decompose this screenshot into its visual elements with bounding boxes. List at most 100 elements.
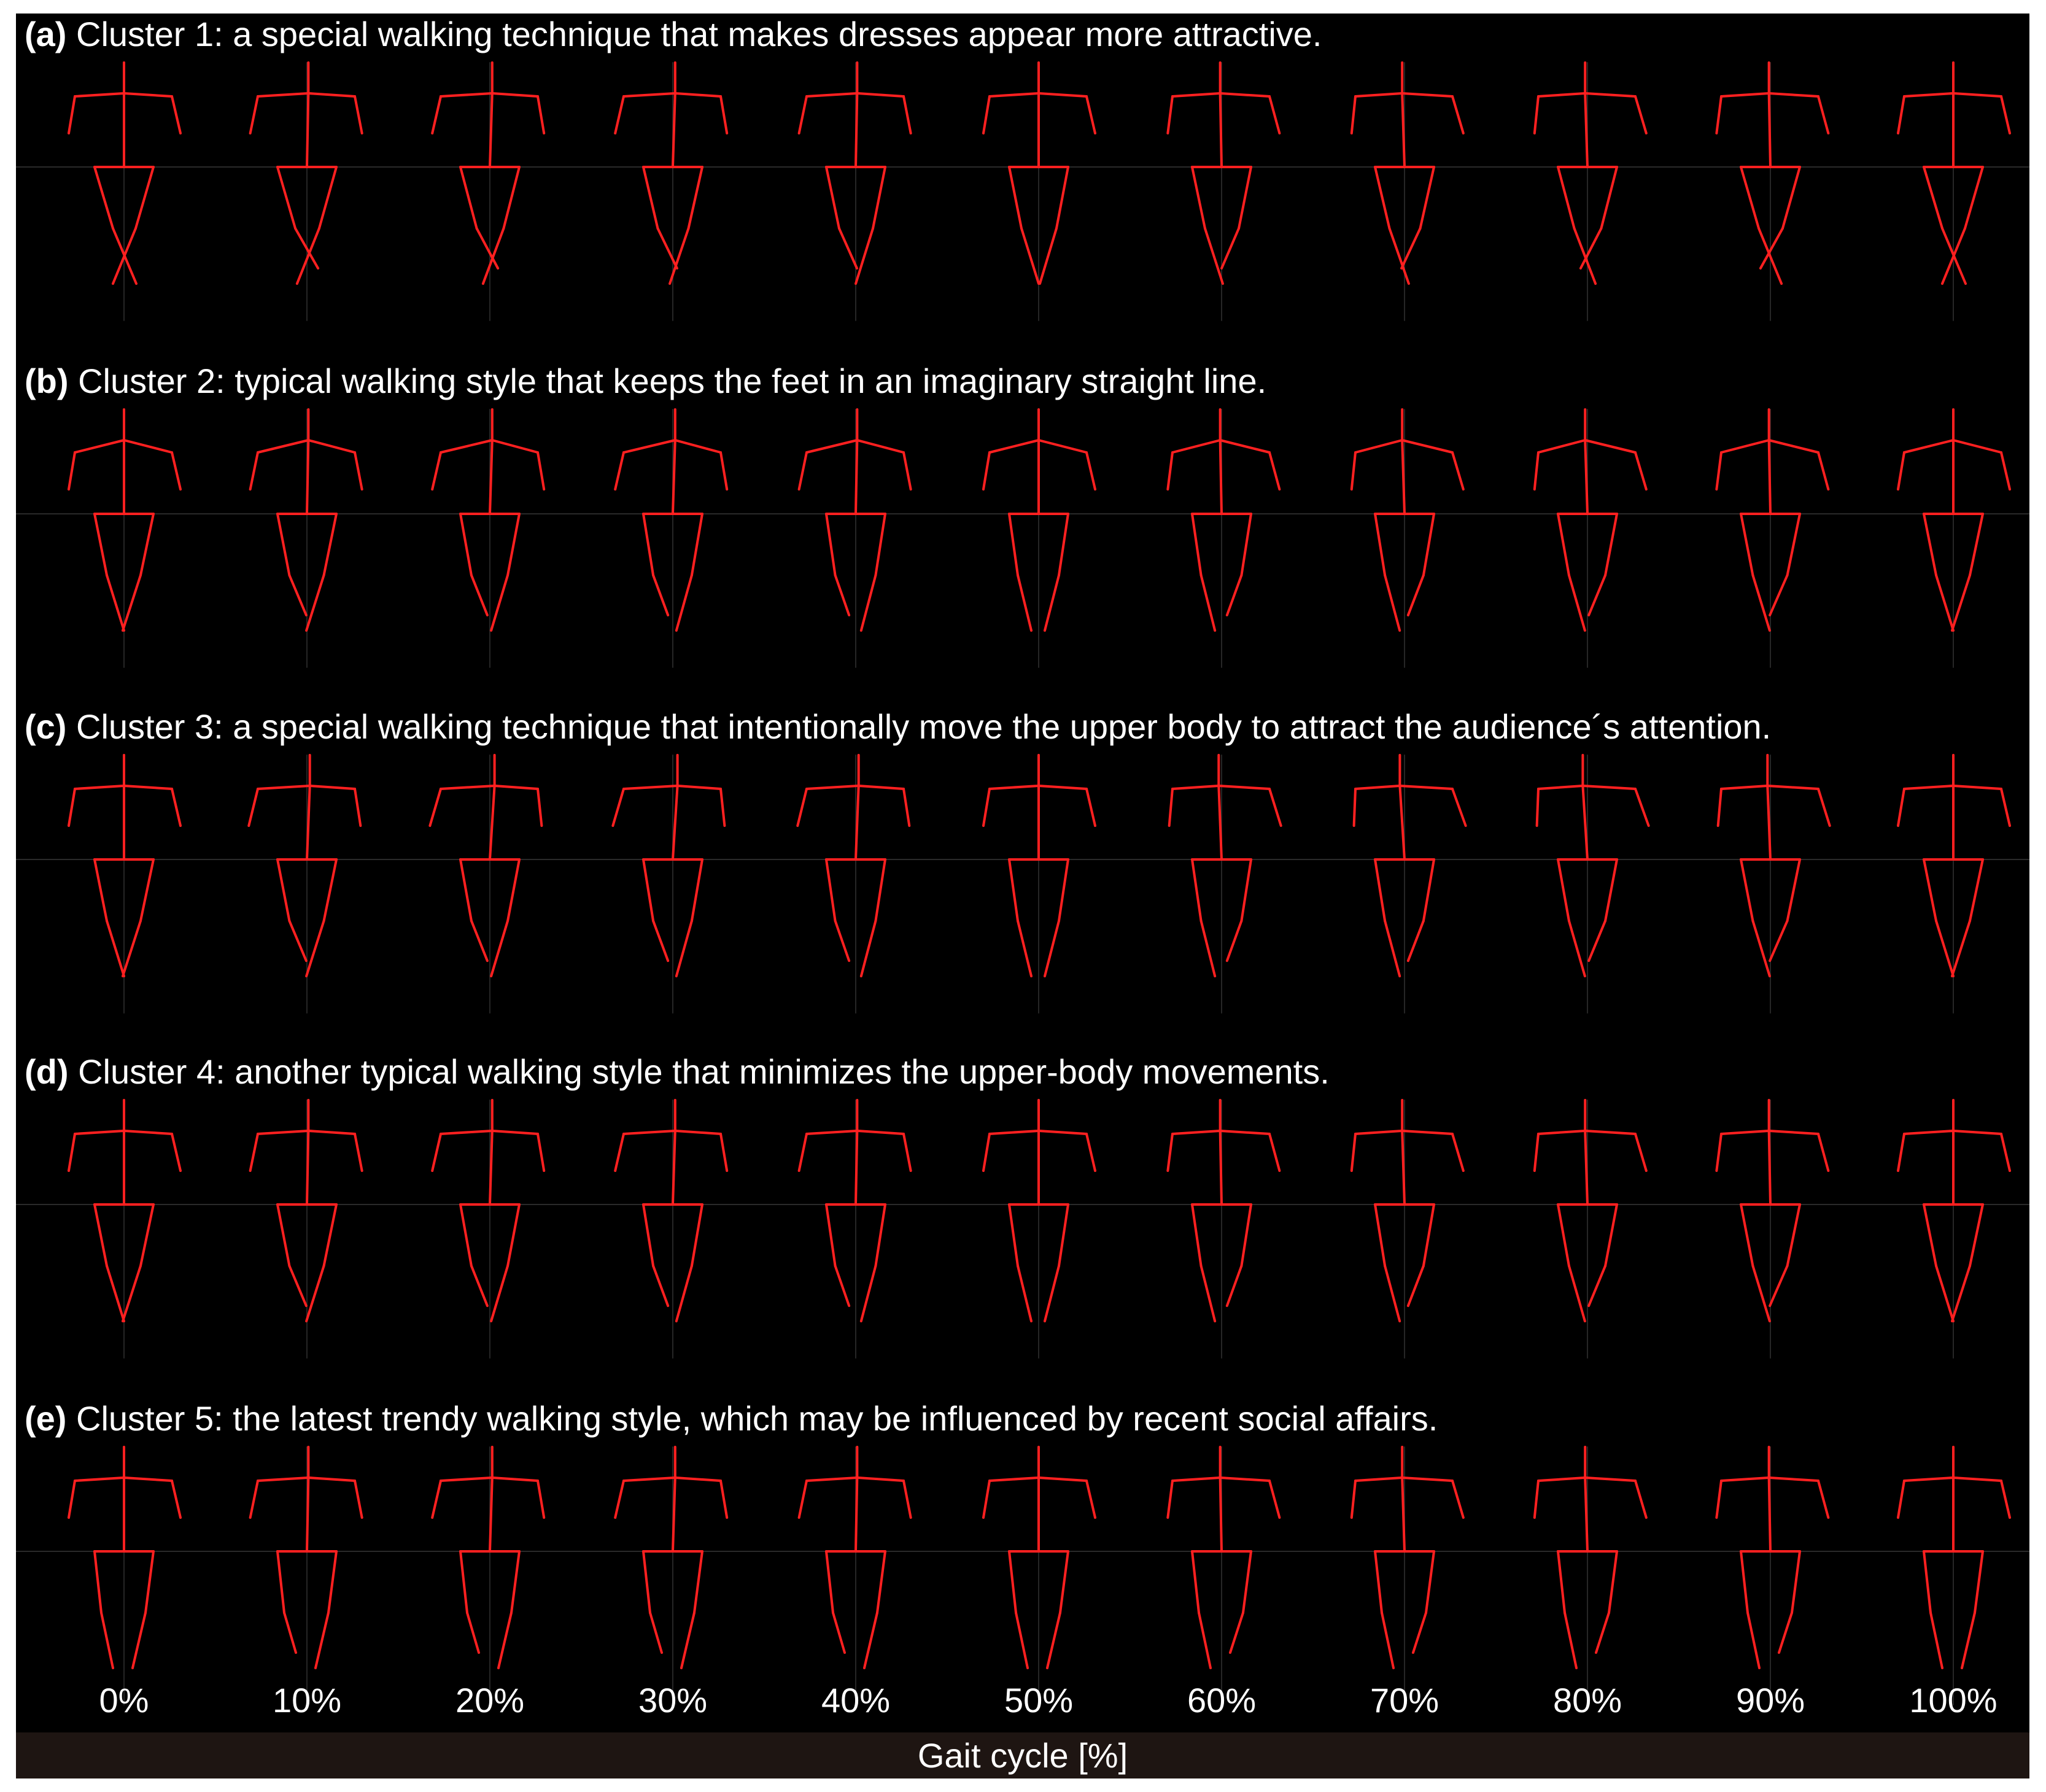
- left-arm: [431, 451, 442, 491]
- left-arm: [982, 95, 991, 134]
- right-shoulder: [856, 1130, 905, 1135]
- left-shank: [1020, 227, 1040, 285]
- right-shank: [1225, 920, 1243, 962]
- right-shank: [1587, 920, 1607, 962]
- left-shoulder: [1720, 1130, 1770, 1135]
- right-shank: [1769, 920, 1789, 962]
- left-arm: [68, 95, 76, 134]
- right-thigh: [1059, 1550, 1069, 1614]
- right-thigh: [693, 1550, 703, 1614]
- right-shank: [122, 1265, 142, 1322]
- panel-tag: (a): [25, 15, 67, 53]
- right-shank: [1951, 1265, 1971, 1322]
- right-shank: [1579, 227, 1603, 270]
- right-arm: [1634, 95, 1648, 134]
- right-thigh: [1604, 858, 1618, 922]
- left-thigh: [1008, 166, 1023, 230]
- right-thigh: [1419, 166, 1435, 230]
- gait-cycle-tick-label: 50%: [1004, 1681, 1074, 1720]
- gait-cycle-tick-label: 20%: [455, 1681, 525, 1720]
- right-shank: [675, 574, 693, 632]
- left-shank: [1199, 920, 1217, 977]
- right-shank: [1778, 1612, 1793, 1654]
- spine: [306, 1130, 310, 1206]
- right-arm: [1451, 788, 1467, 827]
- left-thigh: [1374, 166, 1391, 230]
- right-shank: [1406, 574, 1425, 616]
- right-thigh: [1058, 858, 1069, 922]
- right-shoulder: [1037, 439, 1088, 454]
- right-thigh: [1604, 1203, 1618, 1267]
- spine: [1219, 92, 1223, 168]
- left-thigh: [93, 1203, 108, 1267]
- right-shoulder: [673, 1130, 722, 1135]
- right-arm: [2000, 788, 2011, 827]
- left-shank: [652, 1265, 670, 1307]
- right-arm: [1817, 1133, 1830, 1172]
- right-thigh: [1058, 513, 1069, 576]
- right-shoulder: [1767, 1476, 1819, 1482]
- right-shoulder: [673, 1476, 722, 1482]
- right-shoulder: [493, 785, 539, 790]
- left-arm: [1166, 451, 1174, 491]
- right-thigh: [1969, 858, 1984, 922]
- left-thigh: [1374, 1203, 1387, 1267]
- left-shoulder: [1537, 1476, 1587, 1482]
- right-thigh: [1422, 513, 1435, 576]
- right-shoulder: [1581, 785, 1637, 790]
- skeleton-3-0: [68, 754, 182, 1014]
- right-thigh: [1791, 1550, 1801, 1614]
- skeleton-plot: [16, 61, 2029, 321]
- skeleton-4-0: [68, 1099, 182, 1359]
- right-shank: [1044, 574, 1060, 632]
- left-shank: [475, 227, 500, 270]
- right-thigh: [134, 166, 155, 230]
- right-shoulder: [123, 1476, 173, 1482]
- right-shoulder: [856, 1476, 905, 1482]
- spine: [1767, 1130, 1772, 1206]
- left-thigh: [1374, 858, 1387, 922]
- left-shoulder: [1171, 785, 1220, 790]
- right-thigh: [1786, 1203, 1801, 1267]
- left-arm: [1350, 1480, 1357, 1519]
- left-arm: [249, 1480, 259, 1519]
- left-thigh: [1740, 166, 1761, 230]
- left-shank: [106, 1265, 125, 1322]
- skeleton-5-6: [1166, 1446, 1281, 1705]
- left-arm: [431, 95, 442, 134]
- left-arm: [249, 1133, 259, 1172]
- right-shoulder: [1219, 439, 1271, 454]
- right-shoulder: [123, 92, 173, 98]
- left-arm: [68, 1480, 76, 1519]
- right-thigh: [1422, 1203, 1435, 1267]
- left-arm: [611, 788, 625, 827]
- right-shank: [859, 920, 877, 977]
- right-arm: [1085, 95, 1096, 134]
- gait-cycle-tick-label: 40%: [821, 1681, 891, 1720]
- left-shank: [106, 920, 125, 977]
- left-shoulder: [622, 439, 676, 454]
- right-arm: [719, 1480, 729, 1519]
- spine: [1581, 785, 1589, 861]
- left-thigh: [1740, 513, 1754, 576]
- right-arm: [1451, 1480, 1465, 1519]
- right-shoulder: [1037, 1476, 1088, 1482]
- right-arm: [1451, 95, 1465, 134]
- left-thigh: [1557, 858, 1570, 922]
- skeleton-5-9: [1715, 1446, 1830, 1705]
- right-shank: [1400, 227, 1422, 270]
- left-thigh: [93, 858, 108, 922]
- left-thigh: [1008, 513, 1019, 576]
- right-shank: [1941, 227, 1966, 285]
- left-shank: [1573, 227, 1597, 285]
- right-shank: [854, 227, 875, 285]
- left-thigh: [642, 1203, 655, 1267]
- skeleton-2-8: [1533, 408, 1648, 668]
- right-shank: [1225, 1265, 1243, 1307]
- left-thigh: [825, 513, 837, 576]
- right-arm: [537, 1133, 546, 1172]
- left-shank: [1384, 574, 1401, 632]
- left-shoulder: [440, 785, 496, 790]
- left-thigh: [93, 1550, 103, 1614]
- spine: [854, 1476, 859, 1553]
